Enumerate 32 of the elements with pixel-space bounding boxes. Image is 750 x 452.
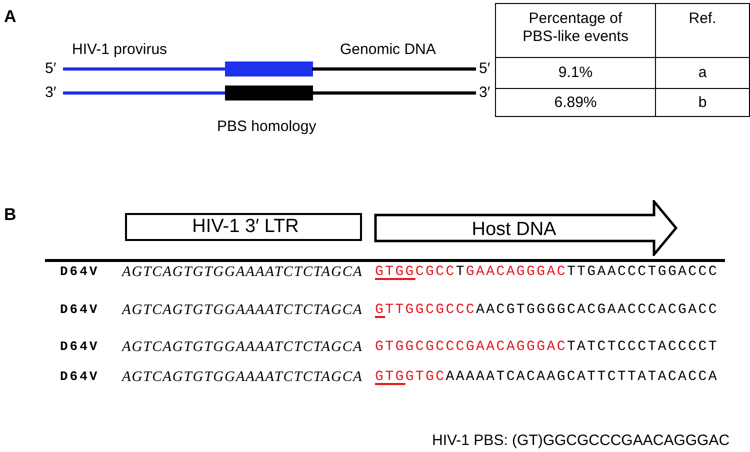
ltr-sequence: AGTCAGTGTGGAAAATCTCTAGCA <box>122 301 363 319</box>
genomic-dna-label: Genomic DNA <box>340 41 436 59</box>
table-cell: 6.89% <box>496 88 656 116</box>
host-sequence: GTTGGCGCCCAACGTGGGGCACGAACCCACGACC <box>375 301 718 319</box>
host-sequence: GTGGCGCCCGAACAGGGACTATCTCCCTACCCCT <box>375 338 718 356</box>
host-sequence: GTGGTGCAAAAATCACAAGCATTCTTATACACCA <box>375 368 718 386</box>
strand-end-label: 3′ <box>479 84 490 102</box>
sample-label: D64V <box>60 263 100 281</box>
box-label: Host DNA <box>470 220 558 240</box>
ltr-sequence: AGTCAGTGTGGAAAATCTCTAGCA <box>122 263 363 281</box>
sample-label: D64V <box>60 368 100 386</box>
panel-label: A <box>4 8 16 26</box>
panel-label: B <box>4 206 16 224</box>
table-cell: 9.1% <box>496 58 656 88</box>
sample-label: D64V <box>60 301 100 319</box>
host-sequence: GTGGCGCCTGAACAGGGACTTGAACCCTGGACCC <box>375 263 718 281</box>
sample-label: D64V <box>60 338 100 356</box>
pbs-homology-label: PBS homology <box>217 118 316 136</box>
table-cell: b <box>656 88 750 116</box>
strand-end-label: 3′ <box>45 84 56 102</box>
ltr-sequence: AGTCAGTGTGGAAAATCTCTAGCA <box>122 368 363 386</box>
strand-end-label: 5′ <box>479 60 490 78</box>
ltr-sequence: AGTCAGTGTGGAAAATCTCTAGCA <box>122 338 363 356</box>
table-header-cell: Ref. <box>656 4 750 58</box>
ltr-box <box>125 213 362 241</box>
table-cell: a <box>656 58 750 88</box>
table-header-cell: Percentage of PBS-like events <box>496 4 656 58</box>
provirus-label: HIV-1 provirus <box>72 41 168 59</box>
host-dna-arrow <box>374 200 678 256</box>
strand-end-label: 5′ <box>45 60 56 78</box>
pbs-sequence-note: HIV-1 PBS: (GT)GGCGCCCGAACAGGGAC <box>432 432 730 450</box>
box-label: HIV-1 3′ LTR <box>191 216 300 236</box>
